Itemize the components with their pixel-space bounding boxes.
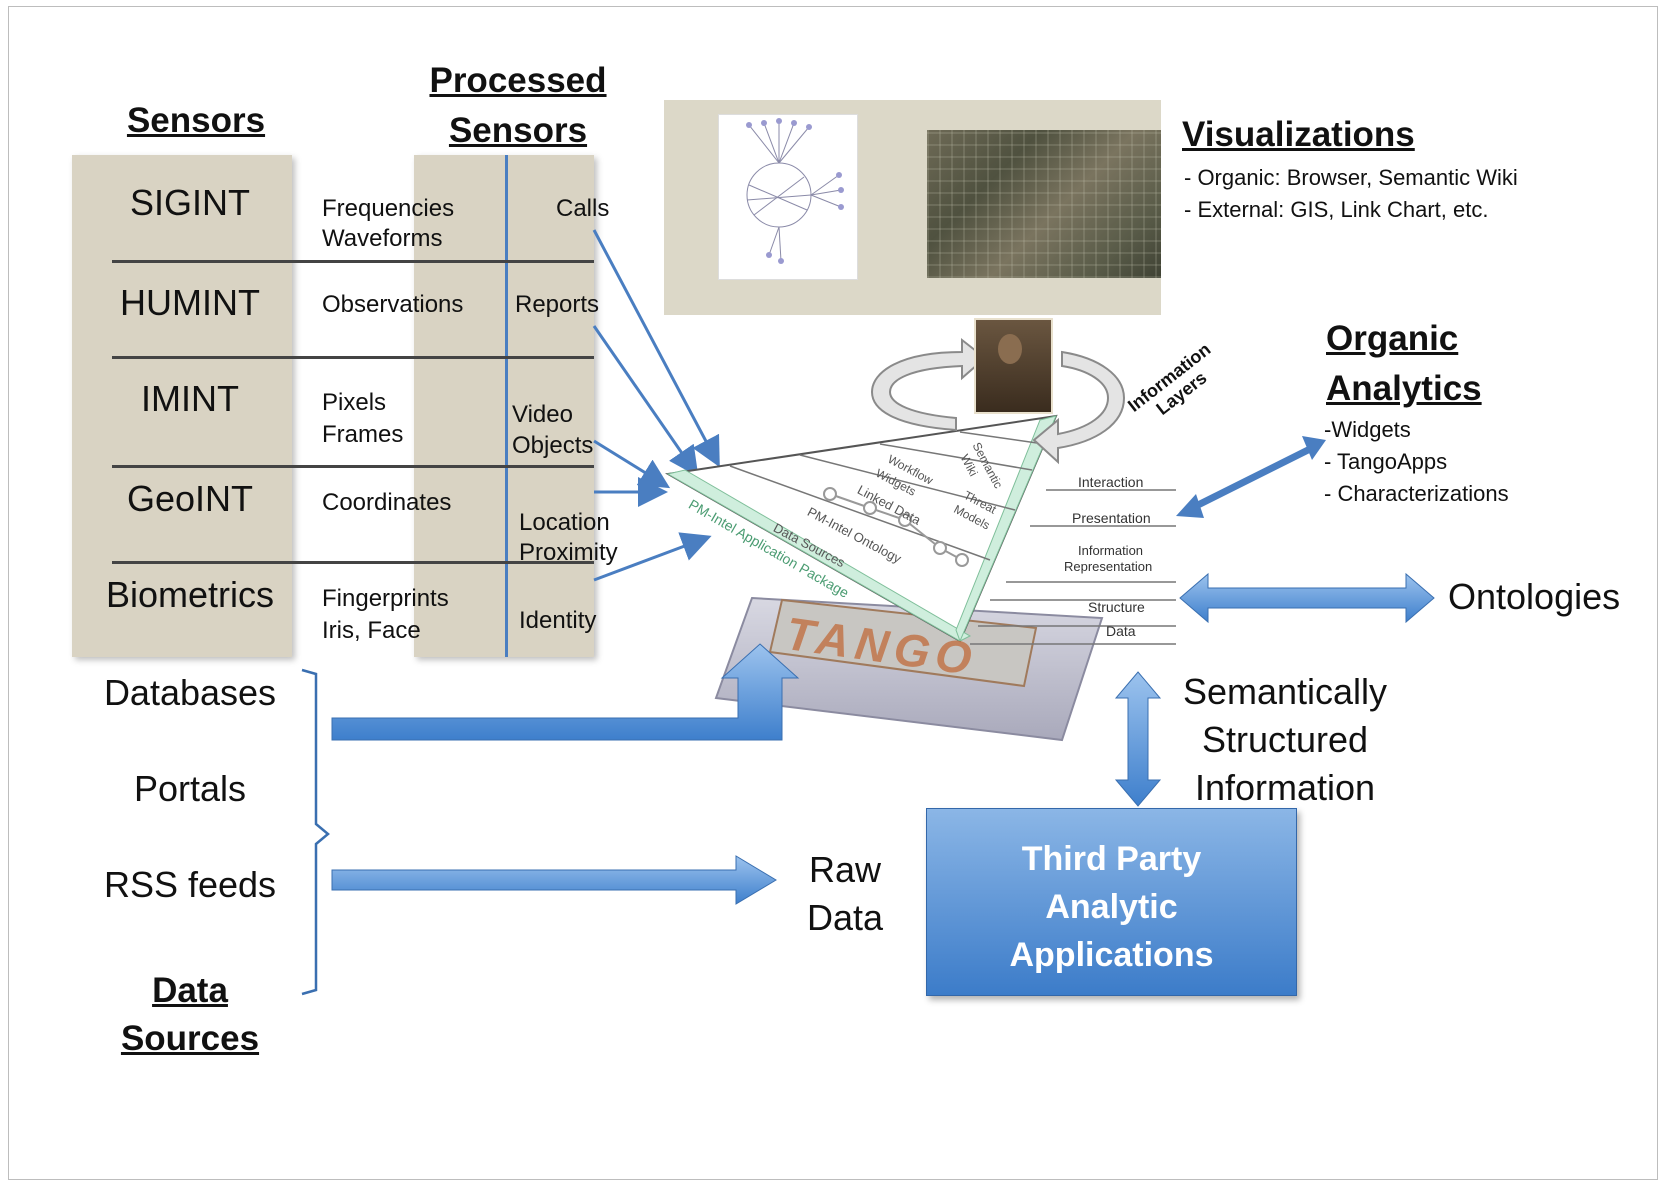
data-line: Data bbox=[806, 897, 884, 938]
raw-fingerprints: Fingerprints bbox=[322, 585, 449, 612]
processed-location: Location bbox=[519, 509, 610, 536]
raw-waveforms: Waveforms bbox=[322, 225, 443, 252]
layer-structure: Structure bbox=[1088, 599, 1145, 615]
semantically-line: Semantically bbox=[1182, 671, 1388, 712]
raw-frames: Frames bbox=[322, 421, 404, 448]
organic-analytics-heading-line1: Organic bbox=[1326, 319, 1459, 358]
raw-coordinates: Coordinates bbox=[322, 489, 452, 516]
processed-calls: Calls bbox=[556, 195, 610, 222]
information-line: Information bbox=[1194, 767, 1376, 808]
row-separator bbox=[112, 465, 594, 468]
layer-lines bbox=[970, 489, 1176, 645]
diagram-frame bbox=[8, 6, 1658, 1180]
raw-iris-face: Iris, Face bbox=[322, 617, 421, 644]
visualizations-item-external: - External: GIS, Link Chart, etc. bbox=[1184, 197, 1489, 222]
processed-sensors-heading-line2: Sensors bbox=[448, 111, 588, 150]
link-graph-thumbnail bbox=[718, 114, 858, 280]
data-sources-heading-line1: Data bbox=[152, 971, 228, 1010]
sensor-humint: HUMINT bbox=[120, 282, 260, 323]
ontologies-label: Ontologies bbox=[1448, 576, 1621, 617]
sensor-sigint: SIGINT bbox=[129, 182, 250, 223]
link-graph-icon bbox=[746, 118, 844, 264]
tango-platform bbox=[714, 596, 1104, 742]
data-sources-heading-line2: Sources bbox=[120, 1019, 260, 1058]
information-pyramid bbox=[665, 414, 1058, 643]
visualizations-item-organic: - Organic: Browser, Semantic Wiki bbox=[1184, 165, 1518, 190]
organic-analytics-arrow bbox=[1176, 436, 1326, 518]
processed-proximity: Proximity bbox=[519, 539, 618, 566]
layer-presentation: Presentation bbox=[1072, 510, 1151, 526]
third-party-line: Third Party bbox=[1021, 840, 1202, 878]
data-source-portals: Portals bbox=[133, 768, 247, 809]
processed-divider bbox=[505, 155, 508, 657]
applications-line: Applications bbox=[1009, 936, 1214, 974]
ontologies-arrow bbox=[1179, 572, 1435, 624]
raw-pixels: Pixels bbox=[322, 389, 387, 416]
raw-frequencies: Frequencies bbox=[322, 195, 455, 222]
layer-representation: Representation bbox=[1064, 559, 1153, 574]
analytic-line: Analytic bbox=[1045, 888, 1178, 926]
sensors-heading: Sensors bbox=[126, 101, 266, 140]
data-source-rss-feeds: RSS feeds bbox=[103, 864, 277, 905]
row-separator bbox=[112, 356, 594, 359]
raw-observations: Observations bbox=[322, 291, 464, 318]
organic-analytics-heading-line2: Analytics bbox=[1326, 369, 1482, 408]
organic-analytics-item-tangoapps: - TangoApps bbox=[1324, 449, 1448, 474]
processed-objects: Objects bbox=[512, 432, 594, 459]
sensor-arrows bbox=[592, 229, 720, 582]
layer-interaction: Interaction bbox=[1078, 474, 1144, 490]
raw-line: Raw bbox=[808, 849, 882, 890]
semantically-structured-label: Semantically Structured Information bbox=[1160, 668, 1410, 812]
organic-analytics-item-characterizations: - Characterizations bbox=[1324, 481, 1509, 506]
sensor-biometrics: Biometrics bbox=[105, 574, 275, 615]
processed-sensors-panel bbox=[414, 155, 594, 657]
databases-arrow bbox=[331, 643, 800, 741]
processed-identity: Identity bbox=[519, 607, 597, 634]
layer-information: Information bbox=[1078, 543, 1144, 558]
structured-line: Structured bbox=[1201, 719, 1369, 760]
sensor-imint: IMINT bbox=[141, 378, 239, 419]
sensor-geoint: GeoINT bbox=[126, 478, 254, 519]
processed-reports: Reports bbox=[515, 291, 600, 318]
raw-data-label: Raw Data bbox=[790, 846, 900, 942]
third-party-applications-box: Third Party Analytic Applications bbox=[926, 808, 1297, 996]
sensors-panel bbox=[72, 155, 292, 657]
satellite-map-thumbnail bbox=[927, 130, 1161, 278]
data-sources-brace bbox=[301, 668, 330, 996]
organic-analytics-item-widgets: -Widgets bbox=[1324, 417, 1411, 442]
analyst-photo bbox=[974, 318, 1053, 414]
processed-sensors-heading-line1: Processed bbox=[429, 61, 607, 100]
layer-data: Data bbox=[1106, 623, 1136, 639]
data-source-databases: Databases bbox=[103, 672, 277, 713]
cycle-arrows bbox=[870, 337, 1126, 465]
processed-video: Video bbox=[512, 401, 573, 428]
row-separator bbox=[112, 561, 594, 564]
visualizations-heading: Visualizations bbox=[1182, 115, 1415, 154]
row-separator bbox=[112, 260, 594, 263]
raw-data-arrow bbox=[331, 855, 777, 905]
semantic-vertical-arrow bbox=[1114, 671, 1162, 807]
